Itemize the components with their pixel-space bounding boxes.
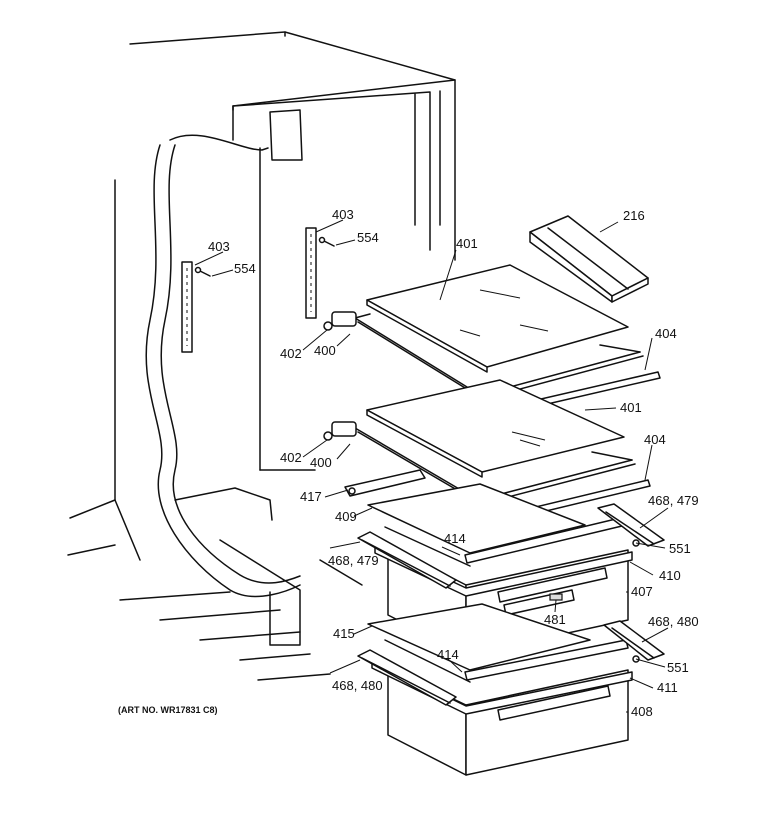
glass-shelf-lower [366,379,625,478]
cabinet-outline [67,31,456,681]
label-468-479-left: 468, 479 [328,553,379,568]
screw-554-right [318,236,335,247]
label-408: 408 [631,704,653,719]
label-468-480-right: 468, 480 [648,614,699,629]
shelf-bracket-400-lower [323,421,357,441]
slide-rail-417 [344,469,426,497]
shelf-ladder-right [305,227,317,319]
glass-shelf-upper [366,264,629,373]
label-551-upper: 551 [669,541,691,556]
crisper-cover-415 [367,603,629,683]
label-404-upper: 404 [655,326,677,341]
shelf-ladder-left [181,261,193,353]
label-411: 411 [657,680,678,695]
label-468-479-right: 468, 479 [648,493,699,508]
label-554-right: 554 [357,230,379,245]
label-216: 216 [623,208,645,223]
label-403-left: 403 [208,239,230,254]
label-401-upper: 401 [456,236,478,251]
drawer-rail-left-lower [357,649,457,706]
shelf-bracket-400-upper [323,311,357,331]
label-414-upper: 414 [444,531,466,546]
label-551-lower: 551 [667,660,689,675]
label-409: 409 [335,509,357,524]
door-bin-216 [529,215,649,303]
crisper-drawer-408 [371,659,633,776]
label-400-lower: 400 [310,455,332,470]
screw-554-left [194,266,211,277]
art-number: (ART NO. WR17831 C8) [118,705,218,715]
label-554-left: 554 [234,261,256,276]
label-481: 481 [544,612,566,627]
crisper-cover-409 [367,483,623,567]
label-401-lower: 401 [620,400,642,415]
label-417: 417 [300,489,322,504]
drawer-rail-left-upper [357,531,457,589]
label-414-lower: 414 [437,647,459,662]
label-415: 415 [333,626,355,641]
drawer-rail-right-upper [597,503,665,547]
leader-lines [194,219,669,713]
label-410: 410 [659,568,681,583]
label-404-lower: 404 [644,432,666,447]
label-407: 407 [631,584,653,599]
label-400-upper: 400 [314,343,336,358]
part-labels: 216 403 554 403 554 401 404 402 400 401 … [118,207,699,719]
label-402-upper: 402 [280,346,302,361]
drawer-rail-right-lower [603,620,665,663]
label-468-480-left: 468, 480 [332,678,383,693]
label-403-right: 403 [332,207,354,222]
label-402-lower: 402 [280,450,302,465]
